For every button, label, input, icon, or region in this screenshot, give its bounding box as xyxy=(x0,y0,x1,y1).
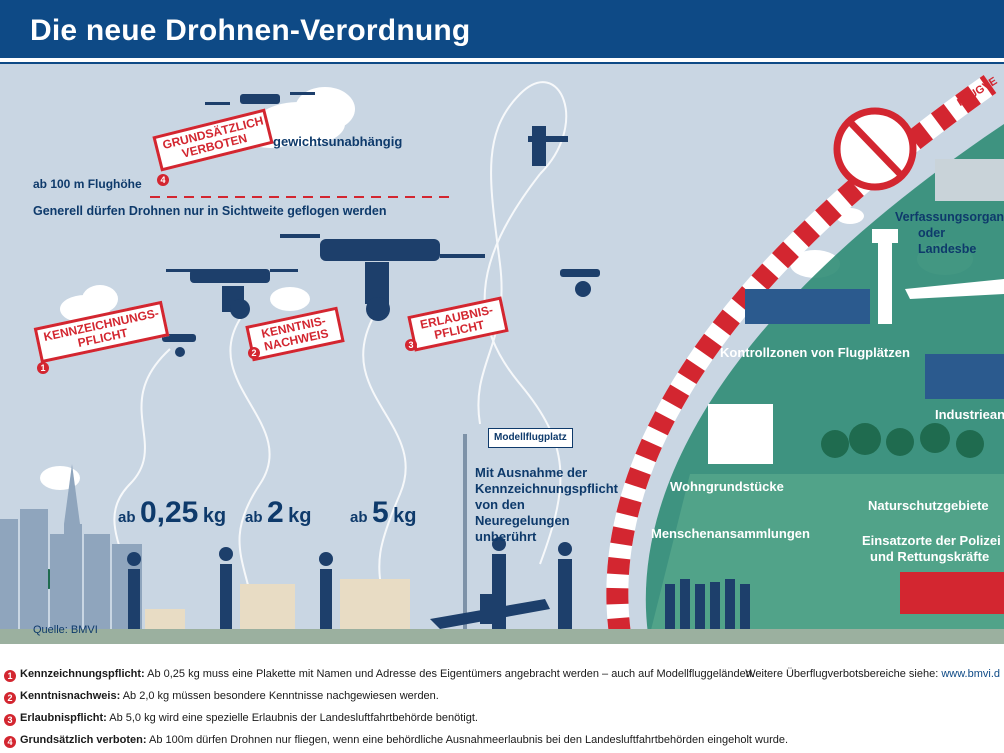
stamp-number-1: 1 xyxy=(37,362,49,374)
people-icons xyxy=(127,537,750,639)
more-info: Weitere Überflugverbotsbereiche siehe: w… xyxy=(745,668,1000,680)
drone-icons xyxy=(162,92,900,357)
weight-independent-label: gewichtsunabhängig xyxy=(273,134,403,149)
zone-crowds: Menschenansammlungen xyxy=(651,526,810,541)
modelflight-note: Mit Ausnahme der Kennzeichnungspflicht v… xyxy=(475,465,618,544)
stamp-number-3: 3 xyxy=(405,339,417,351)
header-bar: Die neue Drohnen-Verordnung xyxy=(0,0,1004,58)
page-title: Die neue Drohnen-Verordnung xyxy=(30,14,471,47)
sight-rule-text: Generell dürfen Drohnen nur in Sichtweit… xyxy=(33,204,387,218)
header-divider xyxy=(0,58,1004,62)
city-skyline xyxy=(0,464,142,629)
header-divider-thin xyxy=(0,62,1004,64)
altitude-label: ab 100 m Flughöhe xyxy=(33,177,142,191)
zone-state-bodies: oder Landesbe xyxy=(918,226,977,256)
zone-rescue-ops: und Rettungskräfte xyxy=(870,549,990,564)
source-credit: Quelle: BMVI xyxy=(33,624,98,636)
weight-threshold-1: ab 0,25 kg xyxy=(118,496,227,529)
ground xyxy=(0,629,1004,644)
weight-threshold-2: ab 2 kg xyxy=(245,496,312,529)
modelflight-sign: Modellflugplatz xyxy=(488,428,573,448)
zone-police-ops: Einsatzorte der Polizei xyxy=(862,533,1001,548)
zone-nature-reserves: Naturschutzgebiete xyxy=(868,498,989,513)
airplane-icon xyxy=(430,594,550,629)
stamp-number-4: 4 xyxy=(157,174,169,186)
sign-pole xyxy=(463,434,467,634)
zone-constitutional-bodies: Verfassungsorgane, xyxy=(895,210,1004,224)
zone-residential: Wohngrundstücke xyxy=(670,479,784,494)
zone-industrial: Industrieanl xyxy=(935,407,1004,422)
infographic-scene: ab 100 m Flughöhe Generell dürfen Drohne… xyxy=(0,64,1004,644)
zone-airports: Kontrollzonen von Flugplätzen xyxy=(720,345,910,360)
zone-buildings xyxy=(708,159,1004,614)
weight-threshold-3: ab 5 kg xyxy=(350,496,417,529)
bmvi-link[interactable]: www.bmvi.d xyxy=(941,668,1000,680)
scene-illustration xyxy=(0,74,1004,644)
stamp-number-2: 2 xyxy=(248,347,260,359)
